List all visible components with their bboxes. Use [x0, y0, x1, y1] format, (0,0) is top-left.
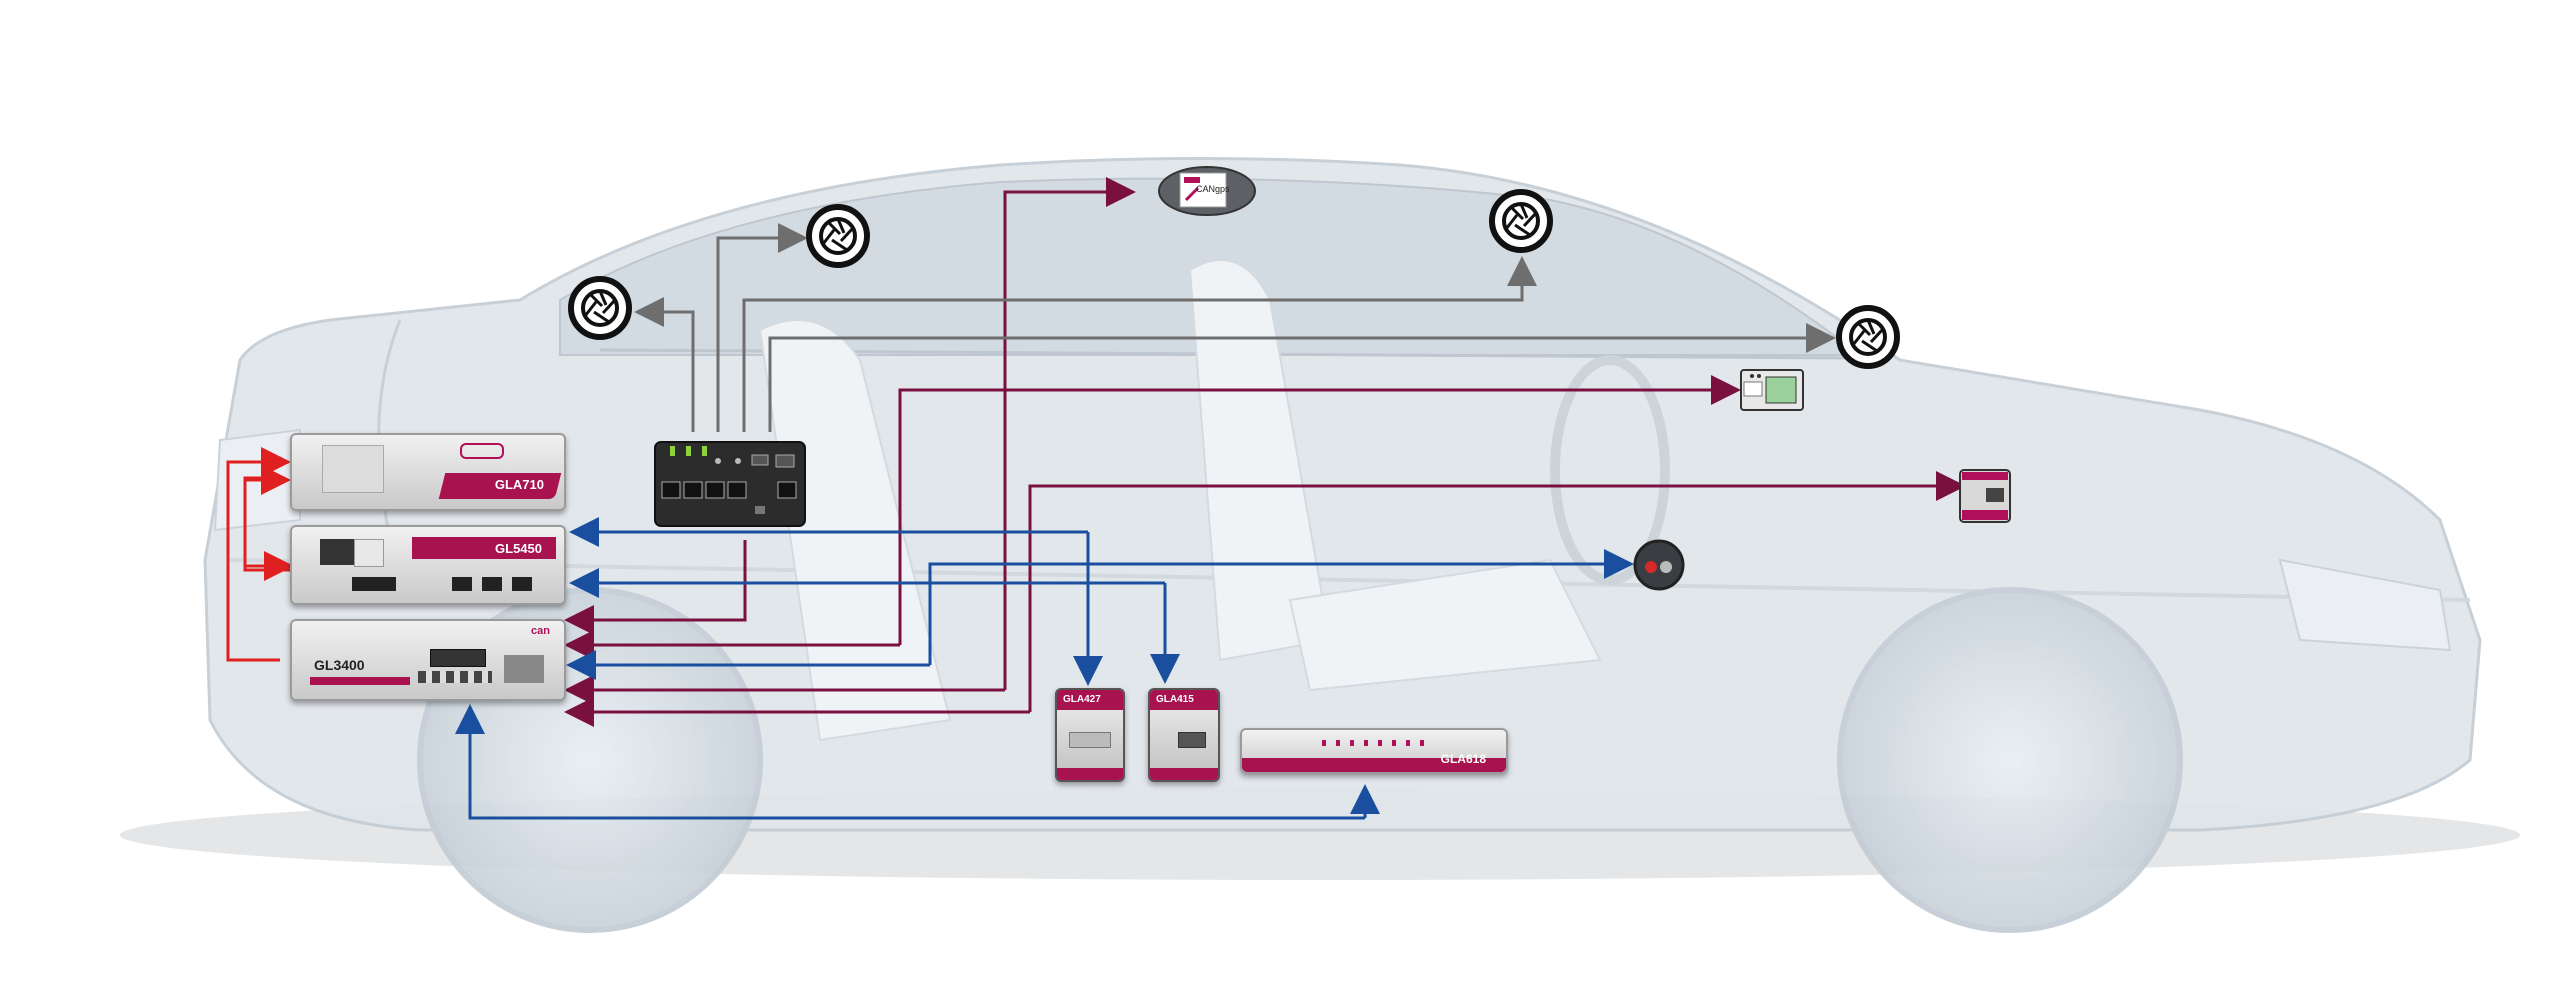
camera-icon: [1836, 305, 1900, 369]
display-unit-icon: [1740, 369, 1804, 411]
device-label: GLA618: [1440, 752, 1486, 766]
can-badge: can: [531, 625, 550, 637]
gps-label: CANgps: [1196, 184, 1230, 194]
device-label: GL5450: [495, 541, 542, 556]
device-label: GL3400: [314, 657, 365, 673]
gps-antenna-icon: [1158, 166, 1256, 216]
device-label: GLA710: [494, 477, 544, 492]
device-label: GLA427: [1063, 694, 1101, 705]
device-gla618: GLA618: [1240, 728, 1508, 774]
gray-connections: [634, 223, 1836, 432]
car-silhouette: [203, 157, 2482, 933]
front-wheel: [1837, 587, 2183, 933]
device-gl3400: GL3400 can: [290, 619, 566, 701]
ethernet-switch-icon: [654, 441, 806, 527]
device-gla427: GLA427: [1055, 688, 1125, 782]
camera-icon: [568, 276, 632, 340]
blue-connections: [455, 517, 1634, 820]
red-connections: [226, 447, 294, 662]
device-label: GLA415: [1156, 694, 1194, 705]
device-gla710: GLA710: [290, 433, 566, 511]
analog-module-icon: [1959, 469, 2011, 523]
magenta-connections: [564, 177, 1966, 727]
camera-icon: [1489, 189, 1553, 253]
device-gla415: GLA415: [1148, 688, 1220, 782]
camera-icon: [806, 204, 870, 268]
device-gl5450: GL5450: [290, 525, 566, 605]
control-knob-icon: [1633, 539, 1685, 591]
